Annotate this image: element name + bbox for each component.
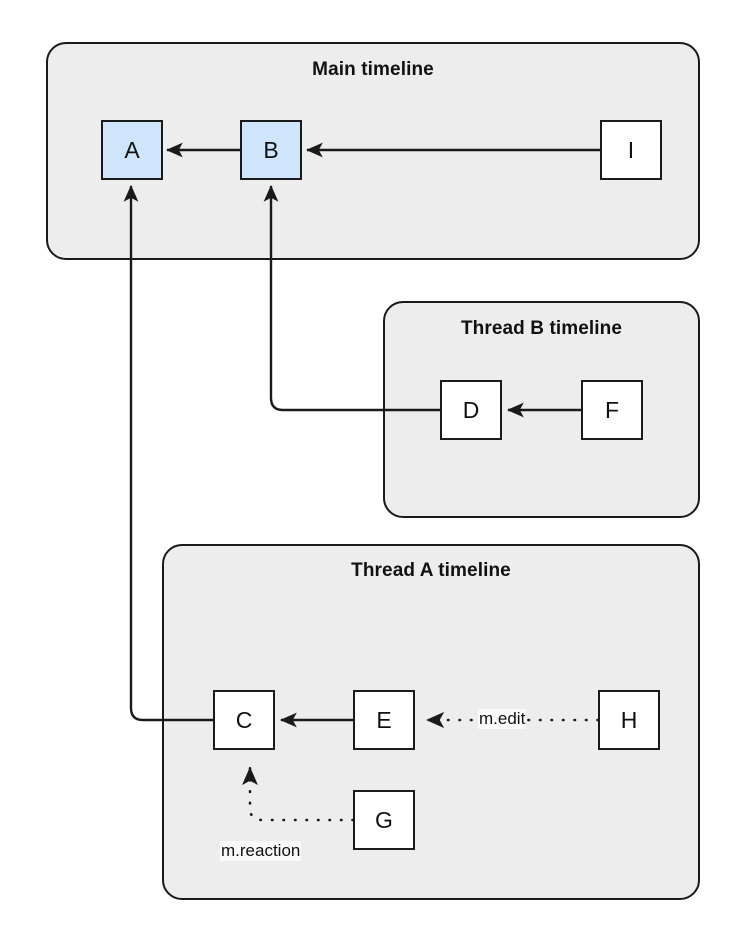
edge-label-m-edit: m.edit bbox=[478, 709, 527, 729]
node-h[interactable]: H bbox=[598, 690, 660, 750]
node-c[interactable]: C bbox=[213, 690, 275, 750]
group-title-main-timeline: Main timeline bbox=[312, 59, 434, 80]
node-d-label: D bbox=[462, 396, 480, 423]
node-i-label: I bbox=[627, 136, 635, 163]
node-f-label: F bbox=[604, 396, 620, 423]
group-title-thread-a-timeline: Thread A timeline bbox=[351, 560, 511, 581]
node-e[interactable]: E bbox=[353, 690, 415, 750]
node-g-label: G bbox=[375, 806, 393, 833]
node-b[interactable]: B bbox=[240, 120, 302, 180]
node-a[interactable]: A bbox=[101, 120, 163, 180]
node-d[interactable]: D bbox=[440, 380, 502, 440]
node-e-label: E bbox=[376, 706, 392, 733]
node-a-label: A bbox=[124, 136, 140, 163]
edge-label-m-reaction: m.reaction bbox=[220, 841, 302, 861]
group-title-thread-b-timeline: Thread B timeline bbox=[460, 318, 623, 339]
node-h-label: H bbox=[620, 706, 638, 733]
node-f[interactable]: F bbox=[581, 380, 643, 440]
node-b-label: B bbox=[263, 136, 279, 163]
node-g[interactable]: G bbox=[353, 790, 415, 850]
node-i[interactable]: I bbox=[600, 120, 662, 180]
node-c-label: C bbox=[235, 706, 253, 733]
